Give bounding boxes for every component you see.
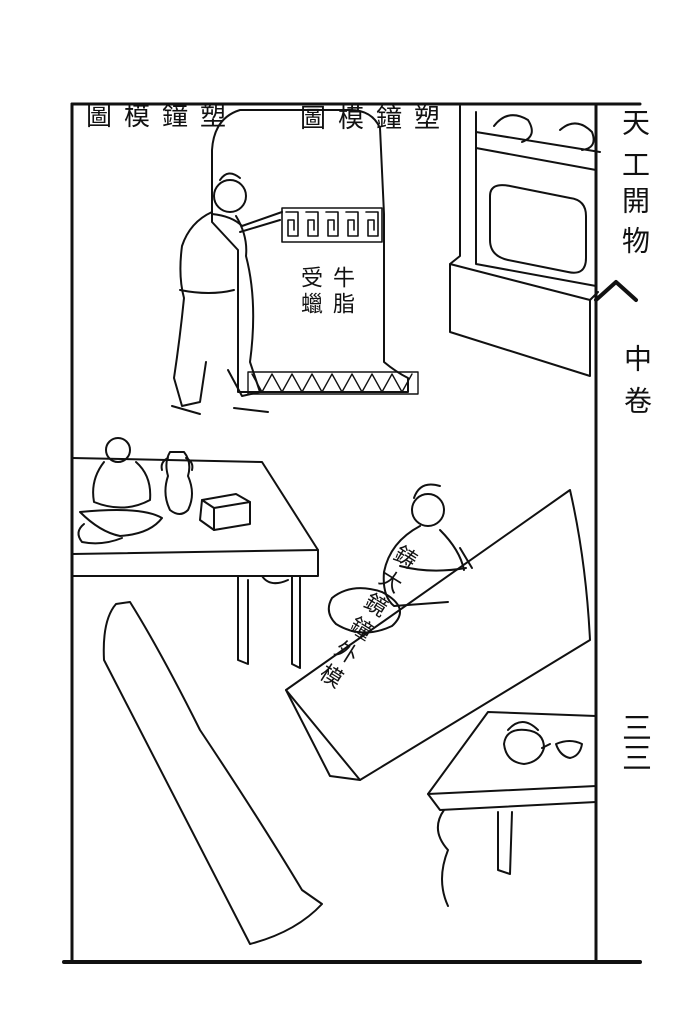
vase xyxy=(160,451,194,515)
label-beef-tallow: 牛脂 xyxy=(329,266,354,318)
kneeling-craftsman-figure xyxy=(327,483,473,634)
key-pattern-band xyxy=(281,207,383,243)
right-margin-char: 中 xyxy=(620,344,653,372)
right-margin-char: 天 xyxy=(618,108,651,136)
teapot xyxy=(503,721,551,765)
label-receive-wax: 受蠟 xyxy=(297,266,322,318)
right-margin-char: 卷 xyxy=(620,386,653,414)
page-frame xyxy=(62,102,642,964)
right-margin-char: 工 xyxy=(618,150,651,178)
right-margin-char: 物 xyxy=(618,226,651,254)
stone-pedestal xyxy=(449,105,638,377)
wax-blade-mold xyxy=(102,601,323,945)
page-number: 三三 xyxy=(616,712,651,772)
altar-table xyxy=(71,457,319,669)
title-left: 圖模鐘塑 xyxy=(86,102,239,132)
sword-mold-blade xyxy=(285,489,591,781)
floor-pattern-strip xyxy=(247,371,419,395)
seated-statue-figure xyxy=(77,437,163,545)
side-table xyxy=(427,711,597,907)
title-center: 圖模鐘塑 xyxy=(300,104,453,134)
right-margin-char: 開 xyxy=(618,186,651,214)
tea-cup xyxy=(555,740,583,759)
arched-screen xyxy=(211,109,409,393)
standing-worker-figure xyxy=(171,172,283,415)
ink-stone-box xyxy=(199,493,251,531)
